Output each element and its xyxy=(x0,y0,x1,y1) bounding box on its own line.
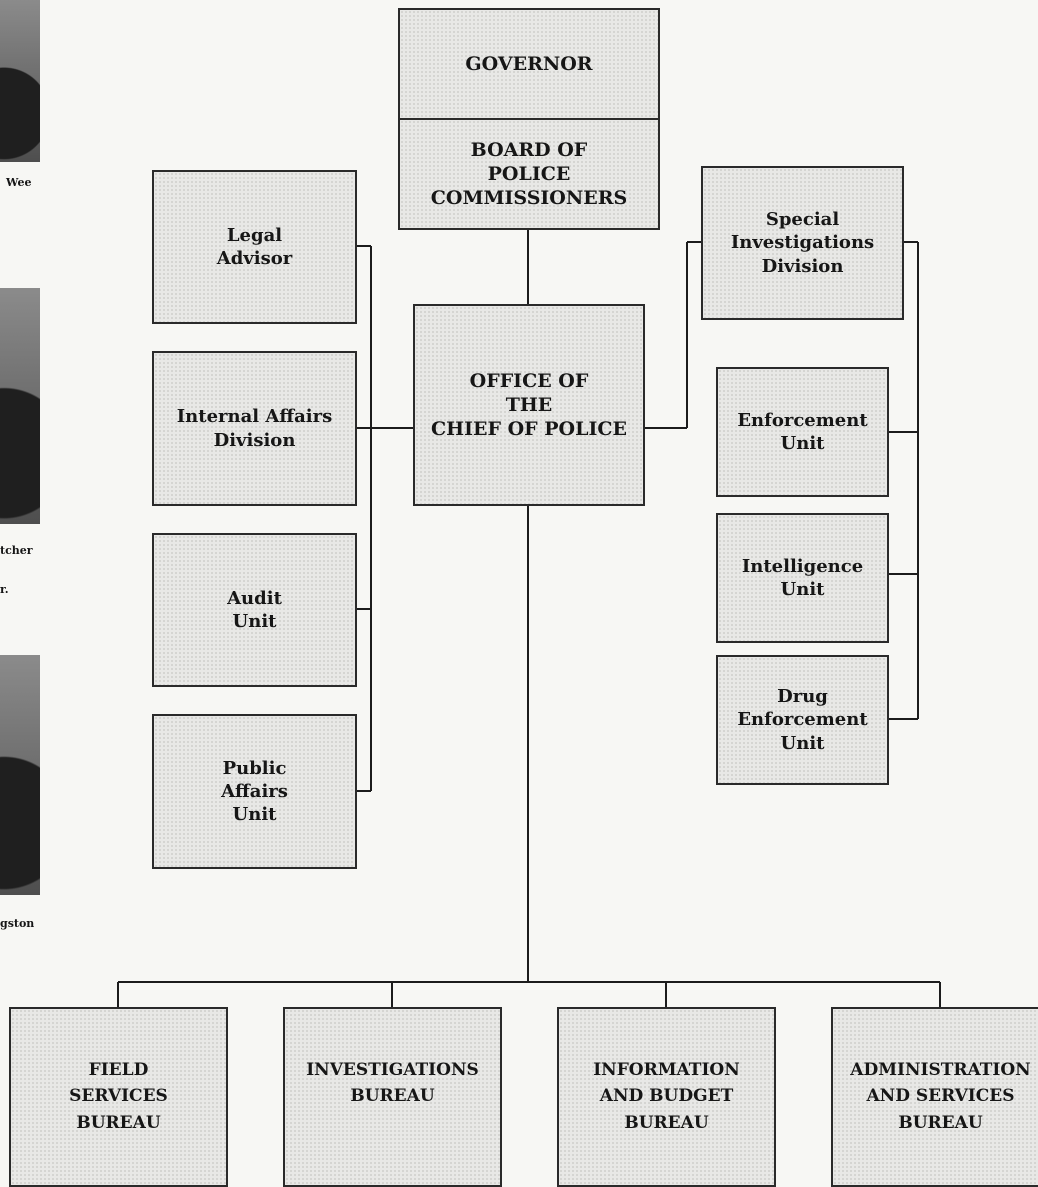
public-affairs-line-1: Public xyxy=(222,757,287,779)
photo-3 xyxy=(0,655,40,895)
photo-caption-3: r. xyxy=(0,583,9,596)
legal-advisor-line-1: Legal xyxy=(226,224,283,246)
information-budget-line-1: INFORMATION xyxy=(593,1060,740,1080)
legal-advisor-box: Legal Advisor xyxy=(152,170,357,324)
internal-affairs-line-2: Division xyxy=(213,429,296,451)
field-services-bureau-box: FIELD SERVICES BUREAU xyxy=(9,1007,228,1187)
special-investigations-line-1: Special xyxy=(765,209,840,231)
photo-2 xyxy=(0,288,40,524)
public-affairs-line-3: Unit xyxy=(232,804,277,826)
drug-enforcement-line-3: Unit xyxy=(780,732,825,754)
board-label-line-1: BOARD OF xyxy=(470,138,588,161)
information-and-budget-bureau-box: INFORMATION AND BUDGET BUREAU xyxy=(557,1007,776,1187)
drug-enforcement-line-1: Drug xyxy=(777,686,828,708)
administration-services-line-1: ADMINISTRATION xyxy=(850,1060,1031,1080)
enforcement-unit-line-2: Unit xyxy=(780,433,825,454)
special-investigations-line-3: Division xyxy=(761,255,844,277)
information-budget-line-3: BUREAU xyxy=(624,1112,709,1133)
investigations-line-1: INVESTIGATIONS xyxy=(306,1060,479,1080)
photo-caption-2: tcher xyxy=(0,544,33,557)
information-budget-line-2: AND BUDGET xyxy=(599,1086,734,1107)
special-investigations-division-box: Special Investigations Division xyxy=(701,166,904,320)
audit-unit-line-2: Unit xyxy=(232,611,277,632)
special-investigations-line-2: Investigations xyxy=(730,232,875,254)
legal-advisor-line-2: Advisor xyxy=(216,248,293,269)
public-affairs-unit-box: Public Affairs Unit xyxy=(152,714,357,869)
field-services-line-2: SERVICES xyxy=(69,1086,168,1107)
enforcement-unit-line-1: Enforcement xyxy=(737,409,868,431)
photo-caption-1: Wee xyxy=(6,176,32,189)
administration-services-line-2: AND SERVICES xyxy=(866,1086,1015,1107)
drug-enforcement-line-2: Enforcement xyxy=(737,709,868,731)
internal-affairs-line-1: Internal Affairs xyxy=(176,406,333,428)
chief-label-line-1: OFFICE OF xyxy=(469,369,589,392)
drug-enforcement-unit-box: Drug Enforcement Unit xyxy=(716,655,889,785)
governor-box: GOVERNOR xyxy=(398,8,660,120)
field-services-line-3: BUREAU xyxy=(76,1112,161,1133)
photo-1 xyxy=(0,0,40,162)
administration-and-services-bureau-box: ADMINISTRATION AND SERVICES BUREAU xyxy=(831,1007,1038,1187)
chief-label-line-3: CHIEF OF POLICE xyxy=(431,418,627,441)
office-of-chief-box: OFFICE OF THE CHIEF OF POLICE xyxy=(413,304,645,506)
internal-affairs-division-box: Internal Affairs Division xyxy=(152,351,357,506)
chief-label-line-2: THE xyxy=(505,393,553,416)
audit-unit-line-1: Audit xyxy=(227,587,282,609)
governor-label: GOVERNOR xyxy=(465,52,593,75)
intelligence-unit-line-2: Unit xyxy=(780,579,825,600)
administration-services-line-3: BUREAU xyxy=(898,1112,983,1133)
investigations-bureau-box: INVESTIGATIONS BUREAU xyxy=(283,1007,502,1187)
intelligence-unit-line-1: Intelligence xyxy=(741,555,864,577)
board-label-line-2: POLICE xyxy=(487,162,571,185)
board-label-line-3: COMMISSIONERS xyxy=(430,187,628,210)
public-affairs-line-2: Affairs xyxy=(221,780,288,802)
field-services-line-1: FIELD xyxy=(88,1060,149,1080)
photo-caption-4: gston xyxy=(0,917,35,930)
audit-unit-box: Audit Unit xyxy=(152,533,357,687)
intelligence-unit-box: Intelligence Unit xyxy=(716,513,889,643)
enforcement-unit-box: Enforcement Unit xyxy=(716,367,889,497)
board-of-police-commissioners-box: BOARD OF POLICE COMMISSIONERS xyxy=(398,118,660,230)
investigations-line-2: BUREAU xyxy=(350,1086,435,1107)
